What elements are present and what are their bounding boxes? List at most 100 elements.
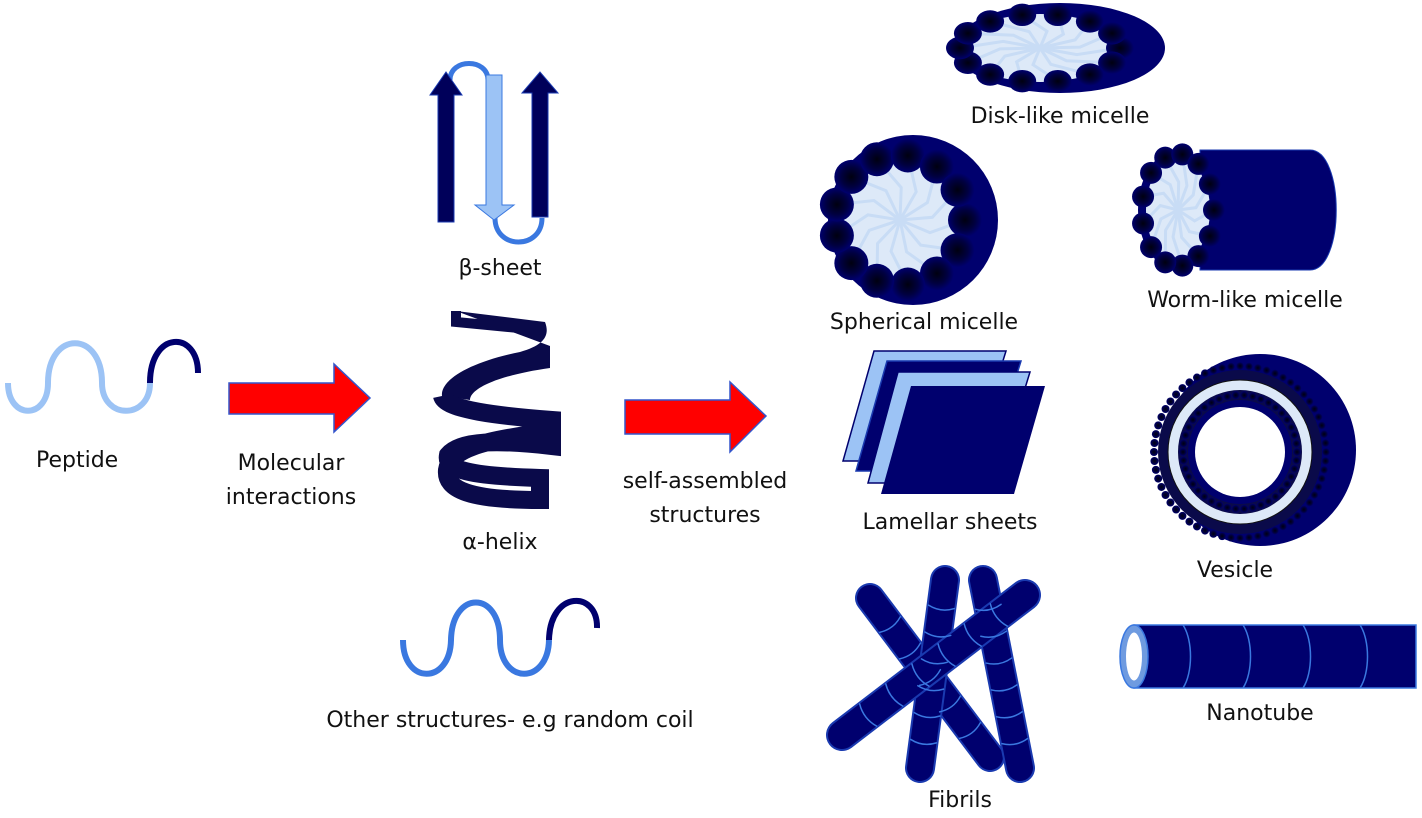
- head-group-bead: [1150, 439, 1159, 448]
- head-group-bead: [1292, 456, 1301, 465]
- lipid-tail: [959, 39, 1041, 50]
- head-group-bead: [1286, 378, 1295, 387]
- head-group-bead: [976, 10, 1005, 33]
- label-vesicle: Vesicle: [1196, 558, 1274, 583]
- head-group-bead: [1150, 456, 1159, 465]
- head-group-bead: [1231, 504, 1240, 513]
- label-peptide: Peptide: [36, 448, 119, 473]
- head-group-bead: [1185, 517, 1194, 526]
- head-group-bead: [819, 218, 854, 253]
- head-group-bead: [1270, 526, 1279, 535]
- label-beta-sheet: β-sheet: [458, 256, 542, 281]
- head-group-bead: [1150, 448, 1158, 456]
- head-group-bead: [1321, 439, 1330, 448]
- fibril-segment: [909, 738, 938, 746]
- head-group-bead: [1248, 392, 1257, 401]
- head-group-bead: [1171, 254, 1194, 277]
- lipid-tail: [967, 31, 1041, 50]
- label-alpha-helix: α-helix: [462, 530, 538, 555]
- vesicle-icon: [1150, 354, 1356, 546]
- head-group-bead: [1207, 497, 1216, 506]
- head-group-bead: [1248, 503, 1257, 512]
- head-group-bead: [890, 267, 925, 302]
- head-group-bead: [953, 22, 982, 45]
- head-group-bead: [1166, 397, 1175, 406]
- head-group-bead: [1321, 456, 1330, 465]
- head-group-bead: [1310, 491, 1319, 499]
- fibril-segment: [938, 695, 962, 713]
- head-group-bead: [1132, 185, 1155, 208]
- head-group-bead: [1184, 472, 1193, 481]
- fibril-segment: [1001, 737, 1029, 746]
- head-group-bead: [1299, 505, 1308, 514]
- head-group-bead: [1244, 533, 1253, 542]
- head-group-bead: [1184, 423, 1193, 432]
- fibrils-icon: [826, 565, 1041, 783]
- head-group-bead: [834, 246, 869, 281]
- head-group-bead: [1198, 225, 1221, 248]
- head-group-bead: [1317, 474, 1326, 483]
- head-group-bead: [1178, 384, 1187, 393]
- head-group-bead: [1305, 397, 1314, 406]
- head-group-bead: [1231, 391, 1240, 400]
- fibril-segment: [985, 657, 1013, 665]
- head-group-bead: [1310, 405, 1319, 413]
- head-group-bead: [1299, 390, 1308, 399]
- head-group-bead: [1279, 522, 1287, 531]
- fibril-segment: [974, 603, 1002, 612]
- head-group-bead: [1161, 491, 1170, 499]
- head-group-bead: [1193, 373, 1201, 382]
- head-group-bead: [1215, 394, 1224, 403]
- label-nanotube: Nanotube: [1206, 701, 1314, 726]
- head-group-bead: [1154, 474, 1163, 483]
- fibril-segment: [937, 643, 956, 667]
- label-worm-micelle: Worm-like micelle: [1147, 288, 1343, 313]
- label-self-assembled-2: structures: [649, 503, 761, 528]
- head-group-bead: [1293, 511, 1302, 520]
- head-group-bead: [1293, 448, 1301, 456]
- head-group-bead: [1290, 464, 1299, 473]
- arrow-self-assembled: [624, 380, 768, 454]
- fibril-segment: [920, 658, 948, 665]
- head-group-bead: [1286, 517, 1295, 526]
- head-group-bead: [1178, 511, 1187, 520]
- head-group-bead: [1215, 501, 1224, 510]
- head-group-bead: [1271, 403, 1280, 412]
- head-group-bead: [1140, 236, 1163, 259]
- head-group-bead: [1172, 390, 1181, 399]
- head-group-bead: [1179, 448, 1187, 456]
- head-group-bead: [890, 138, 925, 173]
- head-group-bead: [1157, 482, 1166, 491]
- head-group-bead: [1240, 504, 1249, 513]
- head-group-bead: [1283, 415, 1292, 424]
- lamellar-sheets-icon: [842, 350, 1045, 494]
- head-group-bead: [1200, 492, 1209, 501]
- head-group-bead: [1201, 369, 1210, 378]
- head-group-bead: [1314, 413, 1323, 422]
- fibril-segment: [963, 623, 982, 647]
- head-group-bead: [1292, 439, 1301, 448]
- head-group-bead: [834, 159, 869, 194]
- head-group-bead: [1322, 448, 1330, 456]
- head-group-bead: [1240, 391, 1249, 400]
- lipid-tail: [1039, 46, 1121, 57]
- head-group-bead: [1187, 245, 1210, 268]
- head-group-bead: [919, 256, 954, 291]
- head-group-bead: [1179, 456, 1188, 465]
- head-group-bead: [1157, 413, 1166, 422]
- alpha-helix-icon: [433, 311, 561, 510]
- label-fibrils: Fibrils: [928, 788, 992, 813]
- head-group-bead: [1200, 403, 1209, 412]
- head-group-bead: [1161, 405, 1170, 413]
- head-group-bead: [1194, 486, 1203, 495]
- head-group-bead: [1262, 529, 1271, 538]
- head-group-bead: [1203, 199, 1225, 221]
- head-group-bead: [1218, 532, 1227, 541]
- head-group-bead: [1253, 532, 1262, 541]
- head-group-bead: [1287, 472, 1296, 481]
- head-group-bead: [1008, 3, 1037, 27]
- fibril-segment: [924, 631, 952, 638]
- fibril-segment: [885, 683, 904, 707]
- head-group-bead: [1194, 409, 1203, 418]
- fibril-segment: [995, 711, 1023, 719]
